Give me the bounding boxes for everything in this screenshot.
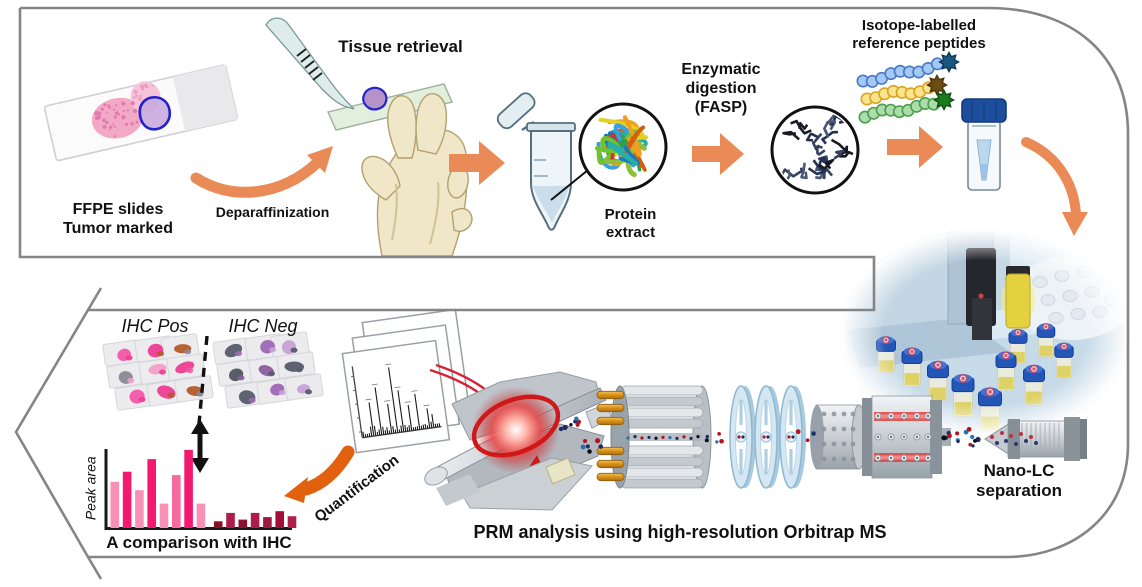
quantification-arrow: [284, 445, 355, 503]
enzymatic-label: Enzymatic digestion (FASP): [656, 61, 786, 118]
peak-area-bars: [110, 449, 297, 528]
scalpel-icon: [265, 17, 355, 110]
nanolc-label: Nano-LC separation: [944, 461, 1094, 501]
protein-circle-icon: [578, 102, 668, 192]
vial-icon: [961, 98, 1007, 191]
ffpe-label-line2: Tumor marked: [63, 219, 173, 237]
ion-beam-dots: [558, 416, 981, 454]
ihc-neg-label: IHC Neg: [228, 316, 298, 336]
block-arrow-1: [449, 141, 505, 185]
peptide-chain-icon: [856, 51, 960, 124]
block-arrow-2: [692, 133, 744, 175]
enzymatic-line2: digestion: [685, 79, 757, 97]
quadrupole-icon: [596, 385, 712, 489]
lens-stack-icon: [729, 385, 806, 489]
collision-cell-icon: [810, 395, 951, 479]
double-headed-arrow: [191, 419, 209, 473]
comparison-caption: A comparison with IHC: [106, 533, 292, 552]
ffpe-label: FFPE slides Tumor marked: [37, 201, 199, 239]
digest-circle-icon: [770, 105, 860, 195]
enzymatic-line3: (FASP): [694, 98, 748, 116]
peak-area-axis-label: Peak area: [82, 456, 99, 521]
nanolc-line2: separation: [976, 481, 1062, 501]
ihc-pos-array: [102, 333, 214, 411]
ihc-pos-label: IHC Pos: [121, 316, 189, 336]
ffpe-slide-icon: [43, 64, 239, 162]
protein-extract-label: Protein extract: [573, 206, 688, 241]
workflow-outline: [14, 6, 1130, 580]
isotope-line1: Isotope-labelled: [861, 17, 977, 34]
deparaffinization-arrow: [190, 146, 333, 198]
prm-caption: PRM analysis using high-resolution Orbit…: [473, 522, 887, 542]
vial-transfer-arrow: [1021, 137, 1088, 236]
nano-emitter-icon: [984, 417, 1087, 461]
deparaffinization-label: Deparaffinization: [215, 204, 330, 220]
autosampler-photo: [840, 229, 1130, 437]
protein-extract-line1: Protein: [604, 206, 657, 223]
orbitrap-icon: [424, 371, 613, 511]
ffpe-label-line1: FFPE slides: [72, 201, 164, 218]
enzymatic-line1: Enzymatic: [681, 61, 761, 78]
block-arrow-3: [887, 126, 943, 168]
nanolc-line1: Nano-LC: [983, 461, 1055, 480]
tube-callout-line: [550, 169, 589, 201]
gloved-hand-icon: [361, 92, 473, 257]
tissue-retrieval-title: Tissue retrieval: [338, 37, 463, 56]
isotope-line2: reference peptides: [852, 34, 986, 52]
protein-extract-line2: extract: [605, 223, 656, 241]
ihc-neg-array: [212, 331, 324, 409]
tube-icon: [496, 92, 576, 231]
spectra-icon: [341, 308, 471, 454]
peak-area-chart: [104, 449, 297, 530]
isotope-label: Isotope-labelled reference peptides: [843, 17, 995, 52]
